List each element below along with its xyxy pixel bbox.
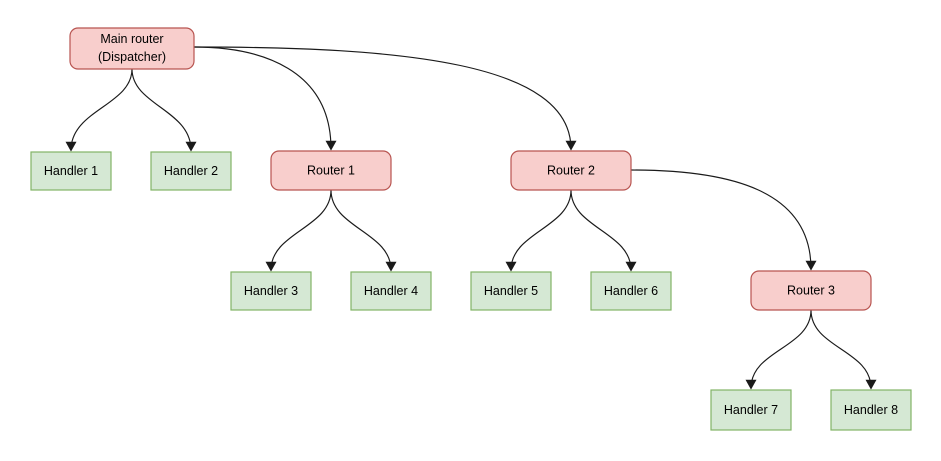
arrowhead-icon (265, 261, 277, 272)
arrowhead-icon (505, 261, 517, 272)
edge-main-to-router-1 (193, 46, 337, 151)
edge-main-to-router-2 (193, 46, 577, 151)
handler-box[interactable] (710, 389, 792, 431)
handler-box[interactable] (150, 151, 232, 191)
edge-line (70, 68, 133, 151)
arrowhead-icon (745, 379, 757, 390)
edge-router-1-to-handler-3 (265, 189, 332, 272)
node-handler-5[interactable]: Handler 5 (470, 271, 552, 311)
router-box[interactable] (69, 27, 195, 70)
edge-line (193, 46, 332, 150)
edge-line (570, 189, 632, 271)
edge-main-to-handler-1 (65, 68, 133, 152)
edge-line (131, 68, 192, 151)
edge-router-1-to-handler-4 (330, 189, 397, 272)
node-main-router[interactable]: Main router(Dispatcher) (69, 27, 195, 70)
handler-box[interactable] (830, 389, 912, 431)
arrowhead-icon (65, 141, 77, 152)
router-box[interactable] (510, 150, 632, 191)
arrowhead-icon (565, 140, 577, 151)
nodes-layer: Main router(Dispatcher) Handler 1 Handler … (30, 27, 912, 431)
arrowhead-icon (325, 140, 337, 151)
edge-router-3-to-handler-7 (745, 309, 812, 390)
edge-line (330, 189, 392, 271)
node-handler-7[interactable]: Handler 7 (710, 389, 792, 431)
edges-layer (65, 46, 877, 390)
handler-box[interactable] (230, 271, 312, 311)
node-router-3[interactable]: Router 3 (750, 270, 872, 311)
node-router-1[interactable]: Router 1 (270, 150, 392, 191)
edge-line (510, 189, 572, 271)
edge-line (750, 309, 812, 389)
node-handler-4[interactable]: Handler 4 (350, 271, 432, 311)
node-handler-1[interactable]: Handler 1 (30, 151, 112, 191)
node-handler-3[interactable]: Handler 3 (230, 271, 312, 311)
edge-line (630, 169, 812, 270)
arrowhead-icon (185, 141, 197, 152)
router-box[interactable] (270, 150, 392, 191)
arrowhead-icon (865, 379, 877, 390)
handler-box[interactable] (470, 271, 552, 311)
router-box[interactable] (750, 270, 872, 311)
edge-router-2-to-handler-5 (505, 189, 572, 272)
node-handler-2[interactable]: Handler 2 (150, 151, 232, 191)
node-handler-8[interactable]: Handler 8 (830, 389, 912, 431)
arrowhead-icon (805, 260, 817, 271)
edge-line (193, 46, 572, 150)
edge-line (270, 189, 332, 271)
handler-box[interactable] (350, 271, 432, 311)
arrowhead-icon (385, 261, 397, 272)
node-router-2[interactable]: Router 2 (510, 150, 632, 191)
edge-router-2-to-router-3 (630, 169, 817, 271)
node-handler-6[interactable]: Handler 6 (590, 271, 672, 311)
arrowhead-icon (625, 261, 637, 272)
handler-box[interactable] (30, 151, 112, 191)
edge-main-to-handler-2 (131, 68, 197, 152)
edge-router-2-to-handler-6 (570, 189, 637, 272)
handler-box[interactable] (590, 271, 672, 311)
edge-router-3-to-handler-8 (810, 309, 877, 390)
edge-line (810, 309, 872, 389)
